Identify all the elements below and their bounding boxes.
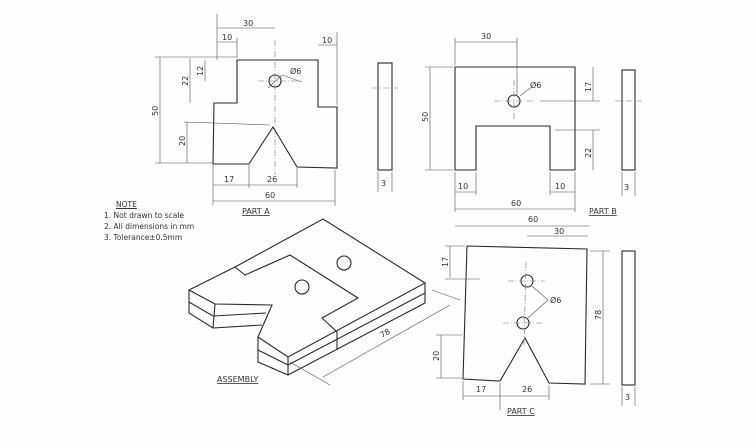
dim-part-c-30: 30 [554,227,564,236]
dim-part-c-17-bottom: 17 [476,385,486,394]
dim-part-b-50: 50 [421,112,430,122]
part-a-label: PART A [242,207,270,216]
part-a-front-view: 30 10 10 12 22 50 20 17 26 60 Ø6 PART A [151,14,338,216]
dim-part-b-30: 30 [481,32,491,41]
dim-part-b-17: 17 [584,82,593,92]
part-c-front-view: Ø6 60 30 17 20 78 17 26 PART C [432,215,610,416]
dim-part-b-10-right: 10 [555,182,565,191]
dim-part-c-17: 17 [441,257,450,267]
dim-part-c-20: 20 [432,351,441,361]
dim-part-a-17: 17 [224,175,234,184]
note-item: 2. All dimensions in mm [104,222,195,231]
dim-part-b-60: 60 [511,199,521,208]
part-c-label: PART C [507,407,535,416]
dim-part-c-78: 78 [594,310,603,320]
dim-part-b-10-left: 10 [458,182,468,191]
dim-part-b-22: 22 [584,148,593,158]
dim-part-a-30: 30 [243,19,253,28]
dim-part-a-22: 22 [181,76,190,86]
dim-part-a-10-right: 10 [322,36,332,45]
dim-part-a-60: 60 [265,191,275,200]
dim-part-c-26: 26 [522,385,532,394]
dim-part-a-12: 12 [196,66,205,76]
dim-part-a-20: 20 [178,136,187,146]
dim-part-a-hole: Ø6 [290,66,301,76]
dim-part-b-3: 3 [624,183,629,192]
notes-block: NOTE 1. Not drawn to scale 2. All dimens… [104,199,194,243]
part-a-side-view: 3 [372,62,398,192]
dim-part-b-hole: Ø6 [530,80,541,90]
part-b-front-view: 30 Ø6 50 17 22 10 10 60 PART B [421,32,617,216]
dim-part-c-hole: Ø6 [550,295,561,305]
dim-part-c-60: 60 [528,215,538,224]
dim-assembly-78: 78 [379,327,392,340]
note-item: 3. Tolerance±0.5mm [104,233,183,242]
part-b-side-view: 3 [615,69,642,196]
dim-part-a-26: 26 [267,175,277,184]
part-c-side-view: 3 [621,250,636,406]
note-item: 1. Not drawn to scale [104,211,185,220]
dim-part-a-3: 3 [381,179,386,188]
assembly-label: ASSEMBLY [217,375,258,384]
dim-part-c-3: 3 [625,393,630,402]
dim-part-a-50: 50 [151,106,160,116]
part-b-label: PART B [589,207,617,216]
notes-title: NOTE [116,200,137,209]
assembly-isometric-view: 78 ASSEMBLY [187,218,461,386]
dim-part-a-10-left: 10 [222,33,232,42]
